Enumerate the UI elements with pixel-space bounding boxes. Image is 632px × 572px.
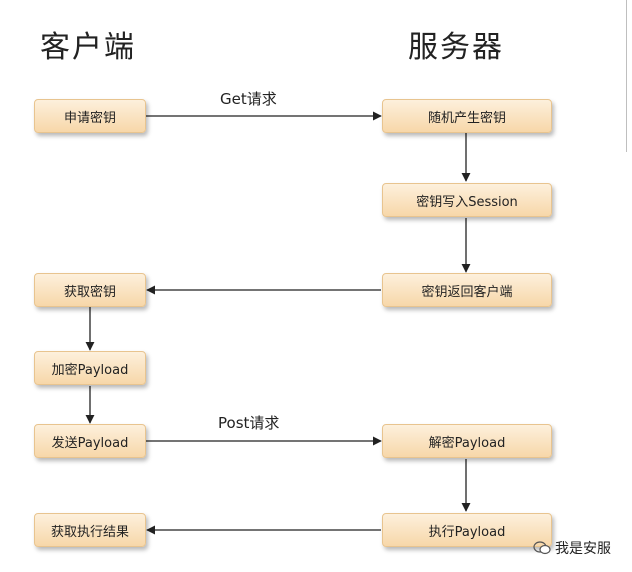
get-key-box: 获取密钥 (34, 273, 146, 307)
write-session-box: 密钥写入Session (382, 183, 552, 217)
client-heading: 客户端 (40, 30, 136, 65)
random-key-box: 随机产生密钥 (382, 99, 552, 133)
watermark-text: 我是安服 (555, 541, 611, 557)
decrypt-payload-box: 解密Payload (382, 424, 552, 458)
execute-payload-box: 执行Payload (382, 513, 552, 547)
wechat-icon (533, 541, 551, 555)
encrypt-payload-box: 加密Payload (34, 351, 146, 385)
edge-divider (626, 0, 627, 152)
get-result-box: 获取执行结果 (34, 513, 146, 547)
watermark: 我是安服 (533, 538, 611, 558)
return-key-box: 密钥返回客户端 (382, 273, 552, 307)
post-request-label: Post请求 (218, 414, 280, 432)
request-key-box: 申请密钥 (34, 99, 146, 133)
send-payload-box: 发送Payload (34, 424, 146, 458)
get-request-label: Get请求 (220, 90, 277, 108)
server-heading: 服务器 (408, 30, 504, 65)
